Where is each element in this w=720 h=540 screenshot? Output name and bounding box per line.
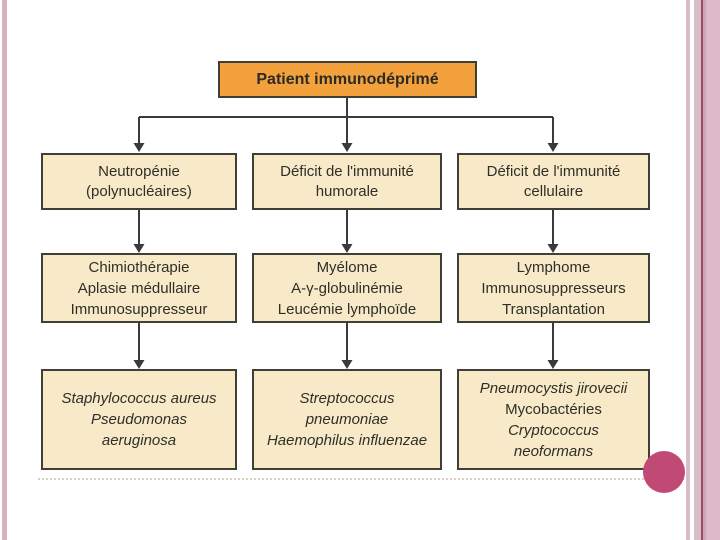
shadow-dotted-line: [38, 478, 688, 480]
deficit-box-immunite-humorale: Déficit de l'immunité humorale: [252, 153, 442, 210]
box-text-line: Aplasie médullaire: [77, 279, 201, 297]
box-text-line: humorale: [315, 182, 379, 200]
box-text-line: Haemophilus influenzae: [266, 432, 428, 449]
box-text-line: Mycobactéries: [505, 400, 602, 418]
box-text-line: Staphylococcus aureus: [61, 390, 217, 407]
box-text-line: Immunosuppresseur: [70, 300, 208, 318]
box-text-line: Déficit de l'immunité: [280, 162, 414, 180]
causes-box-cellulaire: Lymphome Immunosuppresseurs Transplantat…: [457, 253, 650, 323]
box-text-line: neoformans: [513, 442, 594, 460]
box-text-line: aeruginosa: [101, 432, 177, 449]
box-text-line: Cryptococcus: [508, 421, 599, 439]
box-text-line: Myélome: [316, 258, 378, 276]
deficit-box-neutropenie: Neutropénie (polynucléaires): [41, 153, 237, 210]
root-box-label: Patient immunodéprimé: [256, 70, 439, 88]
box-text-line: Leucémie lymphoïde: [277, 300, 417, 318]
pathogens-box-humorale: Streptococcus pneumoniae Haemophilus inf…: [252, 369, 442, 470]
box-text-line: Chimiothérapie: [88, 258, 190, 276]
right-border-stripe-inner: [694, 0, 701, 540]
box-text-line: Pseudomonas: [91, 411, 187, 428]
accent-circle: [643, 451, 685, 493]
box-text-line: (polynucléaires): [86, 182, 192, 200]
box-text-line: pneumoniae: [305, 411, 389, 428]
deficit-box-immunite-cellulaire: Déficit de l'immunité cellulaire: [457, 153, 650, 210]
box-text-line: Immunosuppresseurs: [481, 279, 626, 297]
pathogens-box-neutropenie: Staphylococcus aureus Pseudomonas aerugi…: [41, 369, 237, 470]
right-border-stripe-maroon: [701, 0, 703, 540]
box-text-line: cellulaire: [523, 182, 584, 200]
right-border-stripe-outer: [686, 0, 690, 540]
root-box-patient-immunodeprime: Patient immunodéprimé: [218, 61, 477, 98]
left-border-stripe: [2, 0, 7, 540]
box-text-line: Pneumocystis jirovecii: [479, 379, 628, 397]
causes-box-neutropenie: Chimiothérapie Aplasie médullaire Immuno…: [41, 253, 237, 323]
box-text-line: Neutropénie: [98, 162, 180, 180]
box-text-line: Streptococcus: [299, 390, 395, 407]
right-border-stripe-edge: [706, 0, 720, 540]
box-text-line: A-γ-globulinémie: [291, 279, 403, 297]
box-text-line: Lymphome: [516, 258, 591, 276]
causes-box-humorale: Myélome A-γ-globulinémie Leucémie lympho…: [252, 253, 442, 323]
box-text-line: Déficit de l'immunité: [486, 162, 621, 180]
box-text-line: Transplantation: [502, 300, 605, 318]
right-border-stripe-medium: [703, 0, 706, 540]
pathogens-box-cellulaire: Pneumocystis jirovecii Mycobactéries Cry…: [457, 369, 650, 470]
